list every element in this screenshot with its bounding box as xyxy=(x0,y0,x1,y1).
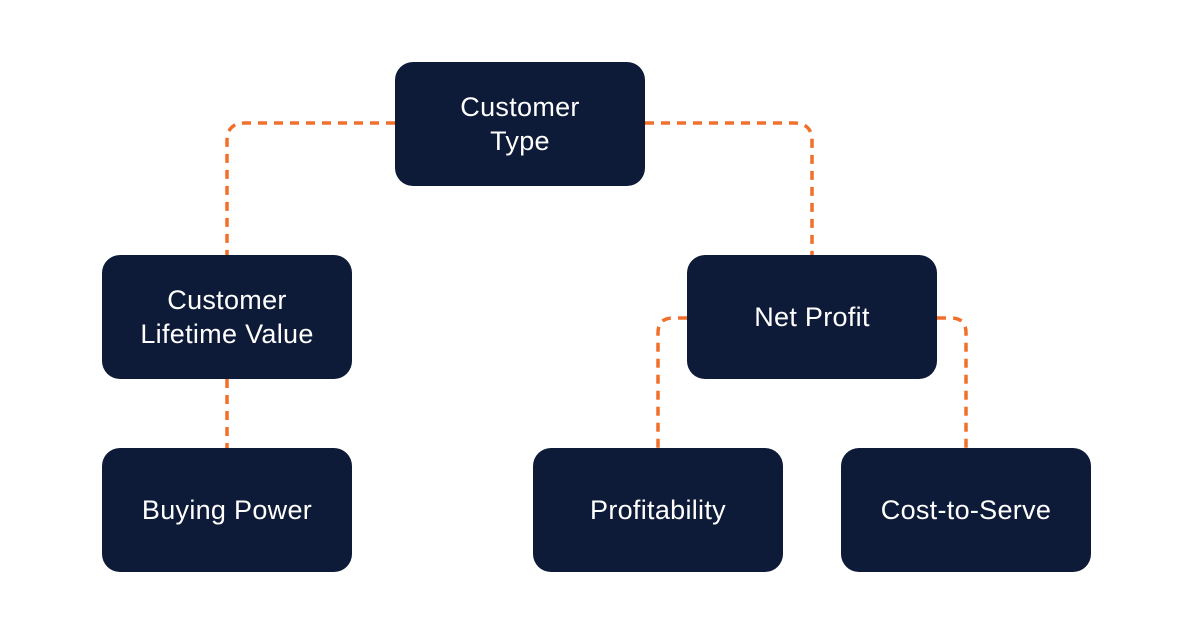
node-profitability: Profitability xyxy=(533,448,783,572)
node-label: Net Profit xyxy=(754,302,870,332)
node-customer-lifetime-value: Customer Lifetime Value xyxy=(102,255,352,379)
node-cost-to-serve: Cost-to-Serve xyxy=(841,448,1091,572)
connector-net-profit-to-cost-to-serve xyxy=(937,316,968,448)
node-label: Customer Lifetime Value xyxy=(140,285,314,349)
connector-customer-type-to-clv xyxy=(225,121,395,255)
node-customer-type: Customer Type xyxy=(395,62,645,186)
node-label: Cost-to-Serve xyxy=(880,495,1052,525)
connector-customer-type-to-net-profit xyxy=(645,121,814,255)
connector-net-profit-to-profitability xyxy=(656,316,687,448)
node-buying-power: Buying Power xyxy=(102,448,352,572)
node-net-profit: Net Profit xyxy=(687,255,937,379)
node-label: Buying Power xyxy=(141,495,313,525)
node-label: Customer Type xyxy=(460,92,580,156)
node-label: Profitability xyxy=(590,495,726,525)
